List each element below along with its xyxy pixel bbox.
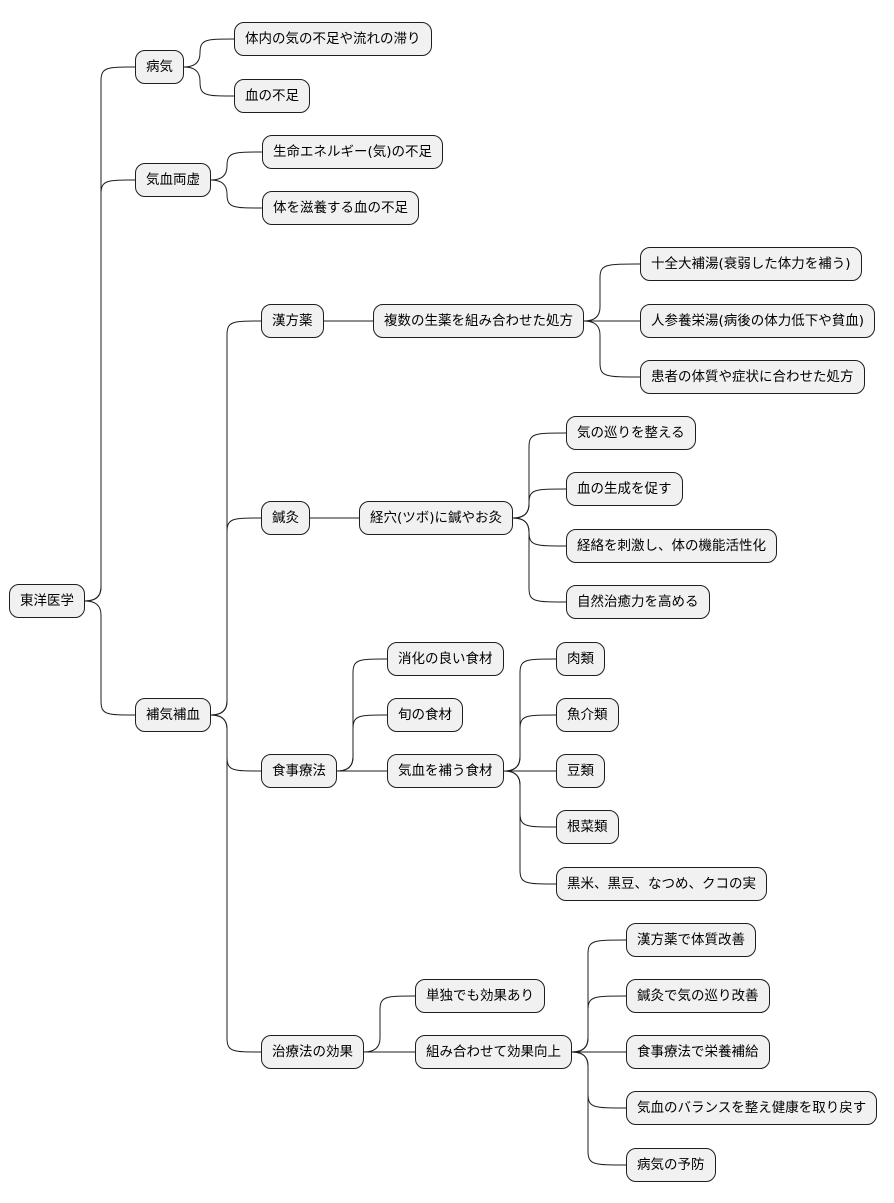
node-keiketsu: 経穴(ツボ)に鍼やお灸 — [359, 501, 514, 535]
connector-line — [210, 151, 263, 181]
node-shun-shokuzai: 旬の食材 — [387, 698, 463, 732]
node-shizen-chiyuryoku: 自然治癒力を高める — [566, 585, 710, 619]
connector-line — [503, 770, 557, 885]
connector-line — [210, 517, 262, 716]
node-shinkyu-meguri: 鍼灸で気の巡り改善 — [626, 979, 770, 1013]
connector-line — [183, 66, 235, 97]
node-taishitsu-shohou: 患者の体質や症状に合わせた処方 — [640, 360, 865, 394]
connector-line — [512, 517, 567, 547]
connector-line — [183, 38, 235, 68]
connector-line — [503, 770, 557, 828]
node-shokuji-eiyou: 食事療法で栄養補給 — [626, 1035, 770, 1069]
node-byouki: 病気 — [135, 50, 184, 84]
mindmap-root: 東洋医学 — [9, 584, 85, 618]
node-blood-nourish-fusoku: 体を滋養する血の不足 — [262, 191, 419, 225]
node-life-energy-fusoku: 生命エネルギー(気)の不足 — [262, 135, 444, 169]
node-kuromai-etc: 黒米、黒豆、なつめ、クコの実 — [556, 867, 767, 901]
connector-line — [583, 320, 641, 378]
node-ki-fusoku-todokori: 体内の気の不足や流れの滞り — [234, 22, 432, 56]
connector-line — [571, 1051, 627, 1109]
connector-line — [583, 263, 641, 322]
connector-line — [210, 714, 262, 1053]
connector-line — [210, 714, 262, 772]
node-ki-meguri: 気の巡りを整える — [566, 416, 696, 450]
connector-line — [84, 66, 136, 602]
node-tandoku-kouka: 単独でも効果あり — [415, 979, 545, 1013]
node-chiryou-kouka: 治療法の効果 — [261, 1035, 364, 1069]
node-mamerui: 豆類 — [556, 754, 605, 788]
node-kampo-shohou: 複数の生薬を組み合わせた処方 — [373, 304, 584, 338]
node-kiketsu-shokuzai: 気血を補う食材 — [387, 754, 504, 788]
connector-line — [84, 179, 136, 602]
connector-line — [512, 432, 567, 519]
node-konsairui: 根菜類 — [556, 810, 619, 844]
node-kiketsu-ryoukyo: 気血両虚 — [135, 163, 211, 197]
node-kumiawase-kouka: 組み合わせて効果向上 — [415, 1035, 572, 1069]
node-kampo-taishitsu: 漢方薬で体質改善 — [626, 923, 756, 957]
node-shinkyu: 鍼灸 — [261, 501, 310, 535]
node-balance-kenkou: 気血のバランスを整え健康を取り戻す — [626, 1091, 878, 1125]
connector-line — [512, 517, 567, 603]
node-juzen-taihoto: 十全大補湯(衰弱した体力を補う) — [640, 247, 862, 281]
connector-line — [84, 600, 136, 716]
connector-line — [571, 995, 627, 1053]
node-ninjin-youeito: 人参養栄湯(病後の体力低下や貧血) — [640, 304, 876, 338]
node-chi-seisei: 血の生成を促す — [566, 472, 683, 506]
node-shouka-yoi: 消化の良い食材 — [387, 642, 504, 676]
node-byouki-yobou: 病気の予防 — [626, 1148, 716, 1182]
connector-line — [363, 995, 416, 1053]
node-hoki-hoketsu: 補気補血 — [135, 698, 211, 732]
connector-line — [571, 1051, 627, 1166]
node-chi-fusoku: 血の不足 — [234, 79, 310, 113]
node-gyokairui: 魚介類 — [556, 698, 619, 732]
node-shokuji-ryouhou: 食事療法 — [261, 754, 337, 788]
node-keiraku-kasseika: 経絡を刺激し、体の機能活性化 — [566, 529, 777, 563]
node-nikurui: 肉類 — [556, 642, 605, 676]
connector-line — [503, 714, 557, 772]
connector-line — [336, 714, 388, 772]
node-kampo: 漢方薬 — [261, 304, 324, 338]
connector-line — [512, 488, 567, 519]
connector-line — [210, 179, 263, 209]
